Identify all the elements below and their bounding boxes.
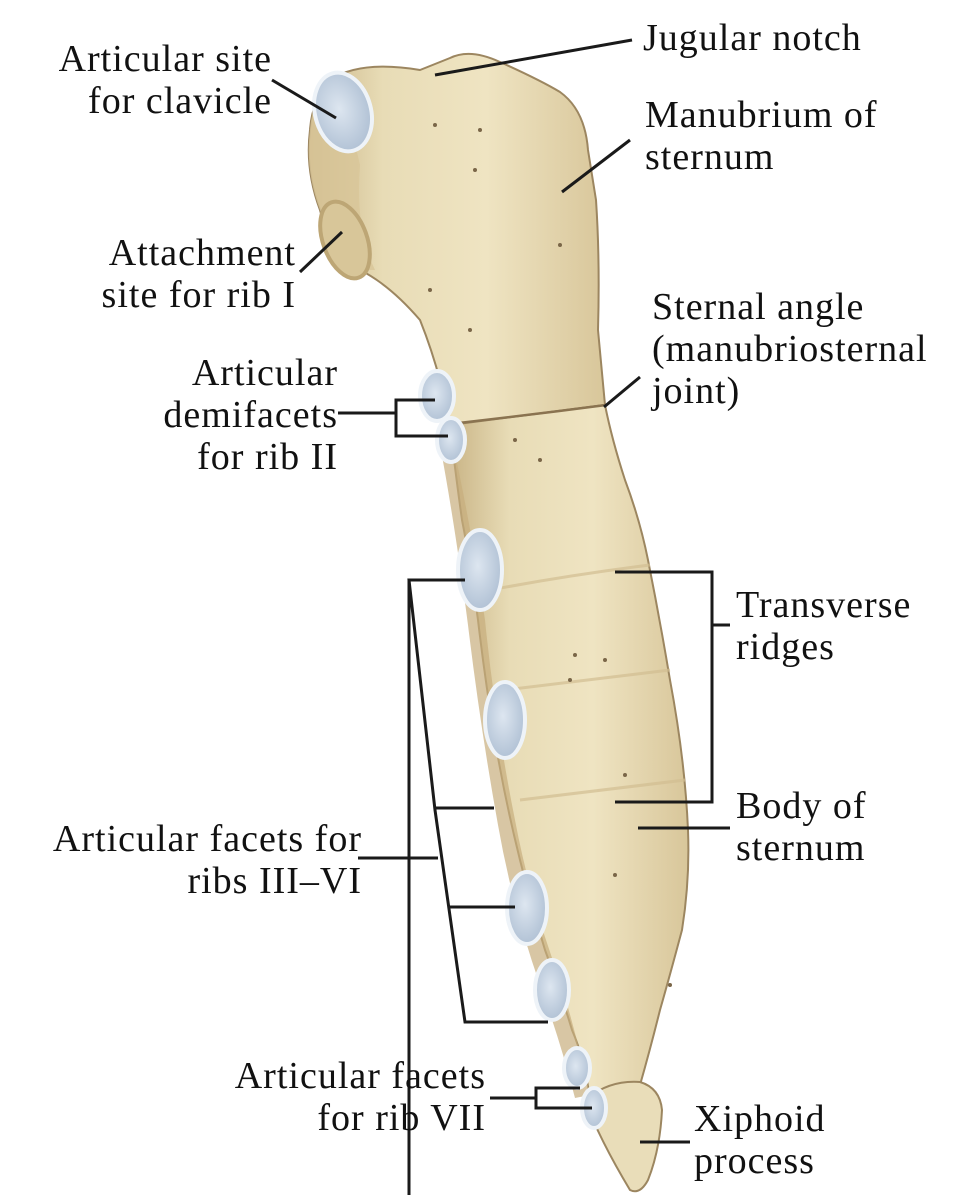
rib6-facet: [535, 960, 569, 1020]
leader-sternal-angle: [604, 377, 640, 407]
label-facets-rib7: Articular facets for rib VII: [200, 1055, 486, 1139]
label-demifacets-rib2: Articular demifacets for rib II: [120, 352, 338, 478]
rib7-facet-upper: [564, 1048, 590, 1088]
label-xiphoid: Xiphoid process: [694, 1098, 826, 1182]
label-transverse-ridges: Transverse ridges: [736, 584, 911, 668]
rib3-facet: [458, 530, 502, 610]
rib4-facet: [485, 682, 525, 758]
label-facets-ribs-3-6: Articular facets for ribs III–VI: [10, 818, 362, 902]
label-articular-site-clavicle: Articular site for clavicle: [40, 38, 272, 122]
label-manubrium: Manubrium of sternum: [645, 94, 878, 178]
label-sternal-angle: Sternal angle (manubriosternal joint): [652, 286, 928, 412]
label-body-sternum: Body of sternum: [736, 785, 867, 869]
rib2-demifacet-upper: [420, 371, 454, 421]
rib2-demifacet-lower: [437, 418, 465, 462]
label-jugular-notch: Jugular notch: [643, 17, 862, 59]
label-attachment-rib1: Attachment site for rib I: [60, 232, 296, 316]
